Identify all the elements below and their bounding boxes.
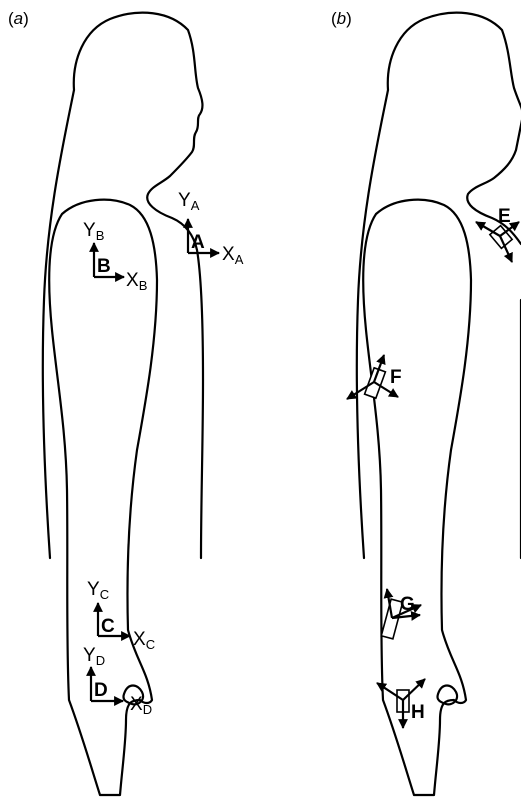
frame-a-y-label: YA	[178, 190, 200, 213]
panel-b: (b) E F G	[331, 9, 521, 795]
sensor-h-label: H	[411, 702, 425, 723]
frame-d-y-label: YD	[83, 645, 105, 668]
frame-a-label: A	[191, 232, 205, 253]
sensor-f: F	[347, 355, 402, 399]
frame-c-x-label: XC	[133, 629, 155, 652]
sensor-f-label: F	[390, 367, 402, 388]
sensor-e-label: E	[498, 206, 511, 227]
frame-d-x-label: XD	[130, 694, 152, 717]
sensor-g-label: G	[400, 594, 415, 615]
frame-d: D YD XD	[83, 645, 152, 717]
frame-b-x-label: XB	[126, 270, 147, 293]
panel-a-label: (a)	[8, 9, 29, 28]
panel-a: (a) A YA XA B YB XB C YC XC	[8, 9, 244, 795]
frame-d-label: D	[94, 680, 108, 701]
sensor-g: G	[381, 589, 421, 639]
frame-b-y-label: YB	[83, 220, 104, 243]
frame-c: C YC XC	[87, 579, 155, 652]
frame-b: B YB XB	[83, 220, 147, 293]
frame-a: A YA XA	[178, 190, 244, 267]
frame-c-label: C	[101, 616, 115, 637]
frame-c-y-label: YC	[87, 579, 109, 602]
frame-a-x-label: XA	[222, 244, 244, 267]
frame-b-label: B	[97, 256, 111, 277]
panel-b-label: (b)	[331, 9, 352, 28]
